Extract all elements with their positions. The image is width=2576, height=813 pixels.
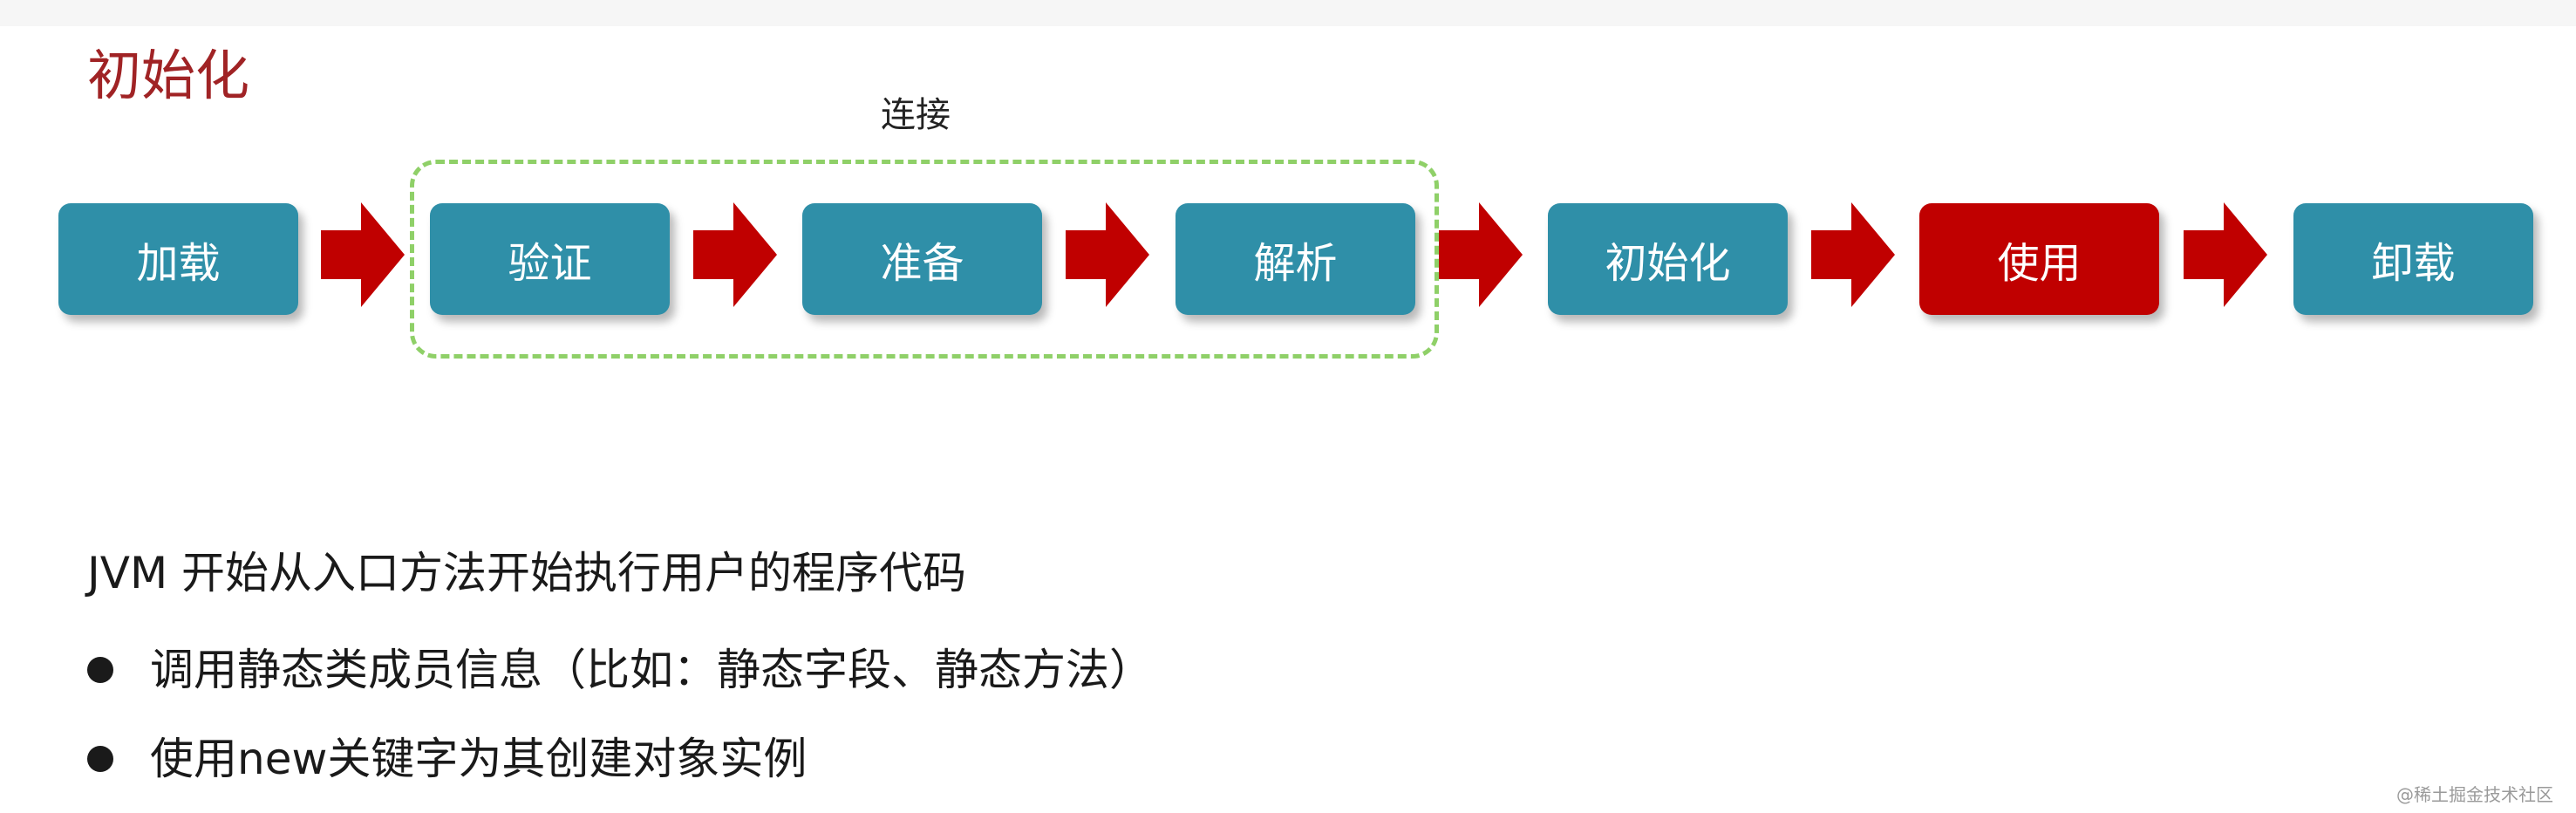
- description-text: JVM 开始从入口方法开始执行用户的程序代码: [87, 548, 966, 598]
- stage-verification: 验证: [430, 203, 670, 315]
- arrow-right-icon: [1811, 202, 1895, 307]
- arrow-right-icon: [1439, 202, 1523, 307]
- stage-using: 使用: [1919, 203, 2159, 315]
- stage-resolution: 解析: [1176, 203, 1415, 315]
- bullet-text: 调用静态类成员信息（比如：静态字段、静态方法）: [150, 645, 1153, 695]
- bullet-item: 使用new关键字为其创建对象实例: [87, 733, 807, 785]
- watermark: @稀土掘金技术社区: [2396, 784, 2553, 805]
- stage-unloading: 卸载: [2293, 203, 2533, 315]
- stage-loading: 加载: [58, 203, 298, 315]
- stage-preparation: 准备: [802, 203, 1042, 315]
- stage-initialization: 初始化: [1548, 203, 1788, 315]
- bullet-item: 调用静态类成员信息（比如：静态字段、静态方法）: [87, 644, 1153, 696]
- arrow-right-icon: [321, 202, 405, 307]
- arrow-right-icon: [1066, 202, 1149, 307]
- bullet-dot-icon: [87, 746, 113, 772]
- connection-group-label: 连接: [881, 95, 951, 135]
- bullet-dot-icon: [87, 657, 113, 683]
- arrow-right-icon: [2184, 202, 2267, 307]
- bullet-text: 使用new关键字为其创建对象实例: [150, 734, 808, 784]
- page-title: 初始化: [87, 44, 250, 107]
- arrow-right-icon: [693, 202, 777, 307]
- connection-group-box: [410, 160, 1439, 359]
- top-strip: [0, 0, 2576, 26]
